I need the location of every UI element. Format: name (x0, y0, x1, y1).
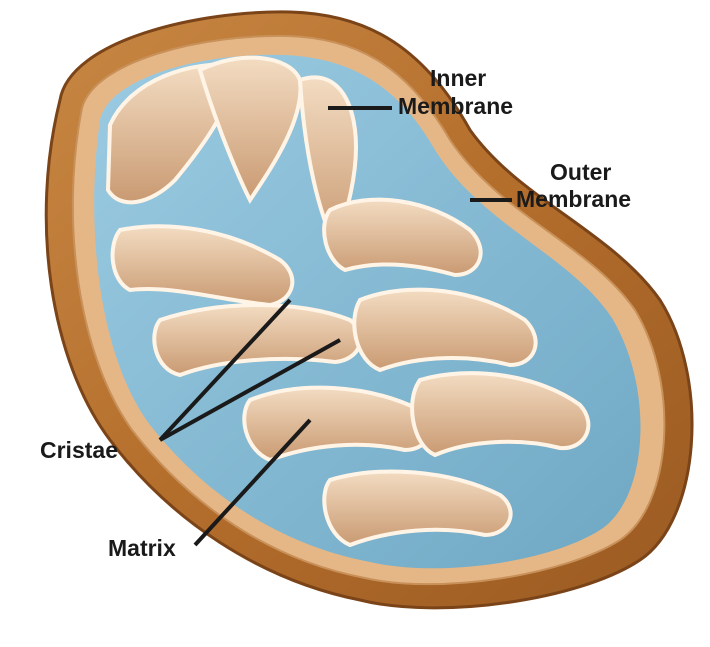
outer-membrane-label-line1: Outer (550, 159, 611, 185)
cristae-label: Cristae (40, 437, 118, 463)
inner-membrane-label-line2: Membrane (398, 93, 513, 119)
matrix-label: Matrix (108, 535, 176, 561)
outer-membrane-label-line2: Membrane (516, 186, 631, 212)
inner-membrane-label-line1: Inner (430, 65, 486, 91)
